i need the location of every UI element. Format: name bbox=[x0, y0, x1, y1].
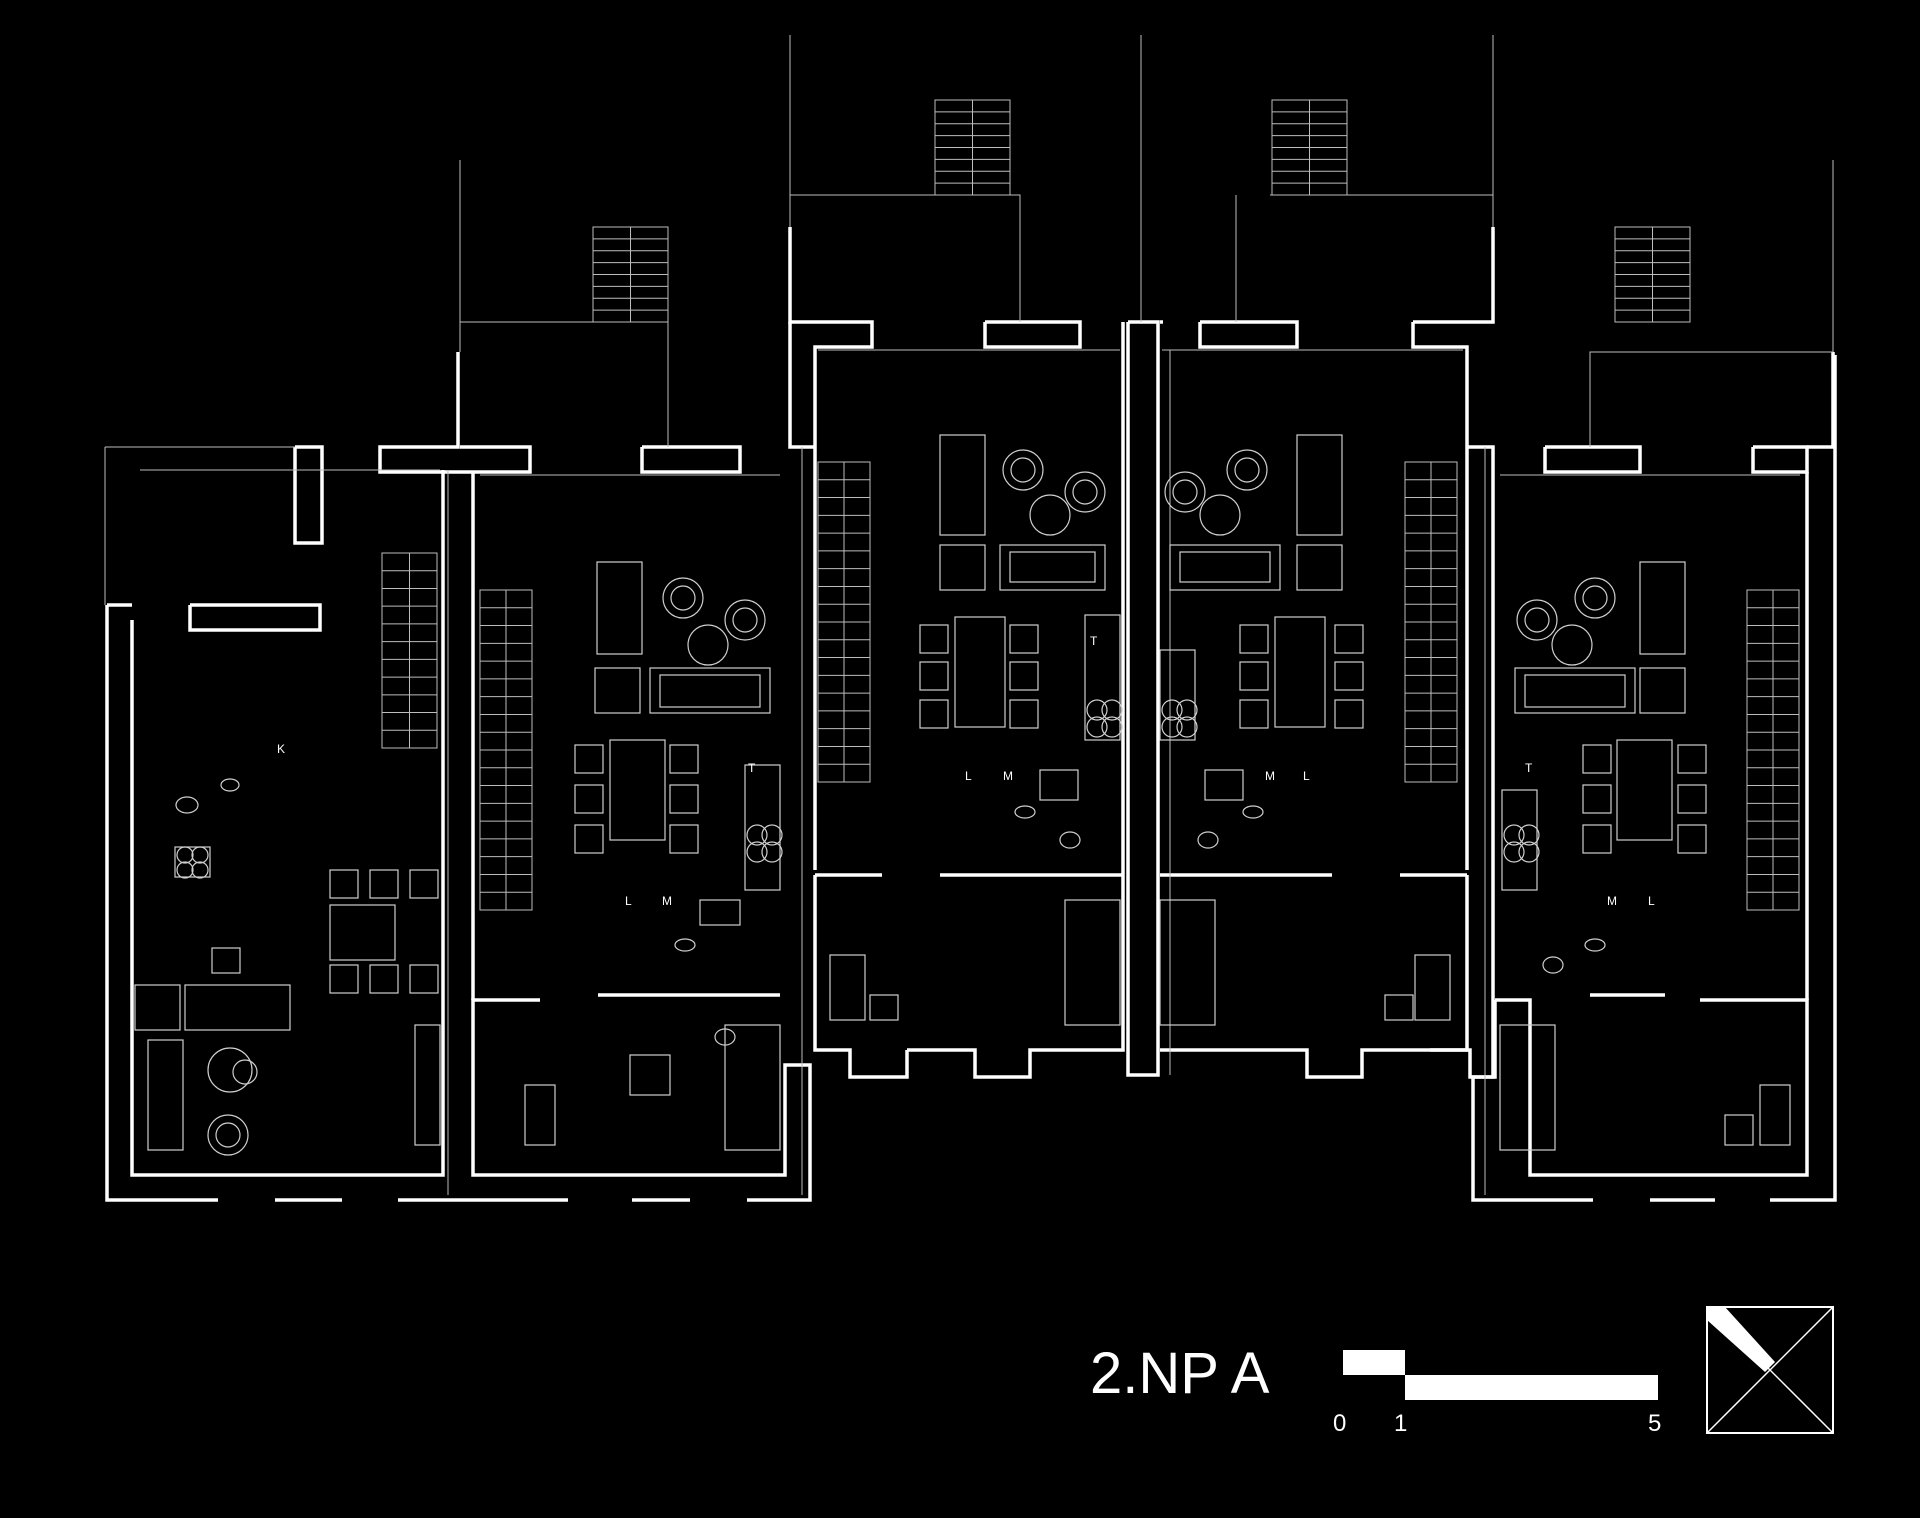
drawing-title: 2.NP A bbox=[1090, 1341, 1270, 1406]
label-storage-u3: M bbox=[1003, 769, 1013, 783]
label-fridge-u3: T bbox=[1090, 634, 1098, 648]
scale-bar-icon bbox=[1343, 1350, 1658, 1400]
label-boiler-u1: K bbox=[277, 742, 285, 756]
label-laundry-u4: L bbox=[1303, 769, 1310, 783]
north-arrow-icon bbox=[1706, 1306, 1834, 1434]
label-laundry-u3: L bbox=[965, 769, 972, 783]
exterior-elements bbox=[104, 35, 1834, 1195]
label-storage-u2: M bbox=[662, 894, 672, 908]
outer-walls bbox=[105, 227, 1837, 1202]
room-labels: L M T L M T M L M L T K bbox=[277, 634, 1655, 908]
scale-label-0: 0 bbox=[1333, 1410, 1347, 1437]
label-laundry-u2: L bbox=[625, 894, 632, 908]
scale-label-1: 1 bbox=[1394, 1410, 1408, 1437]
furniture bbox=[134, 434, 1791, 1156]
label-laundry-u5: L bbox=[1648, 894, 1655, 908]
label-fridge-u5: T bbox=[1525, 761, 1533, 775]
label-fridge-u2: T bbox=[748, 761, 756, 775]
label-storage-u4: M bbox=[1265, 769, 1275, 783]
scale-label-5: 5 bbox=[1648, 1410, 1662, 1437]
label-storage-u5: M bbox=[1607, 894, 1617, 908]
stair-treads bbox=[382, 100, 1799, 910]
